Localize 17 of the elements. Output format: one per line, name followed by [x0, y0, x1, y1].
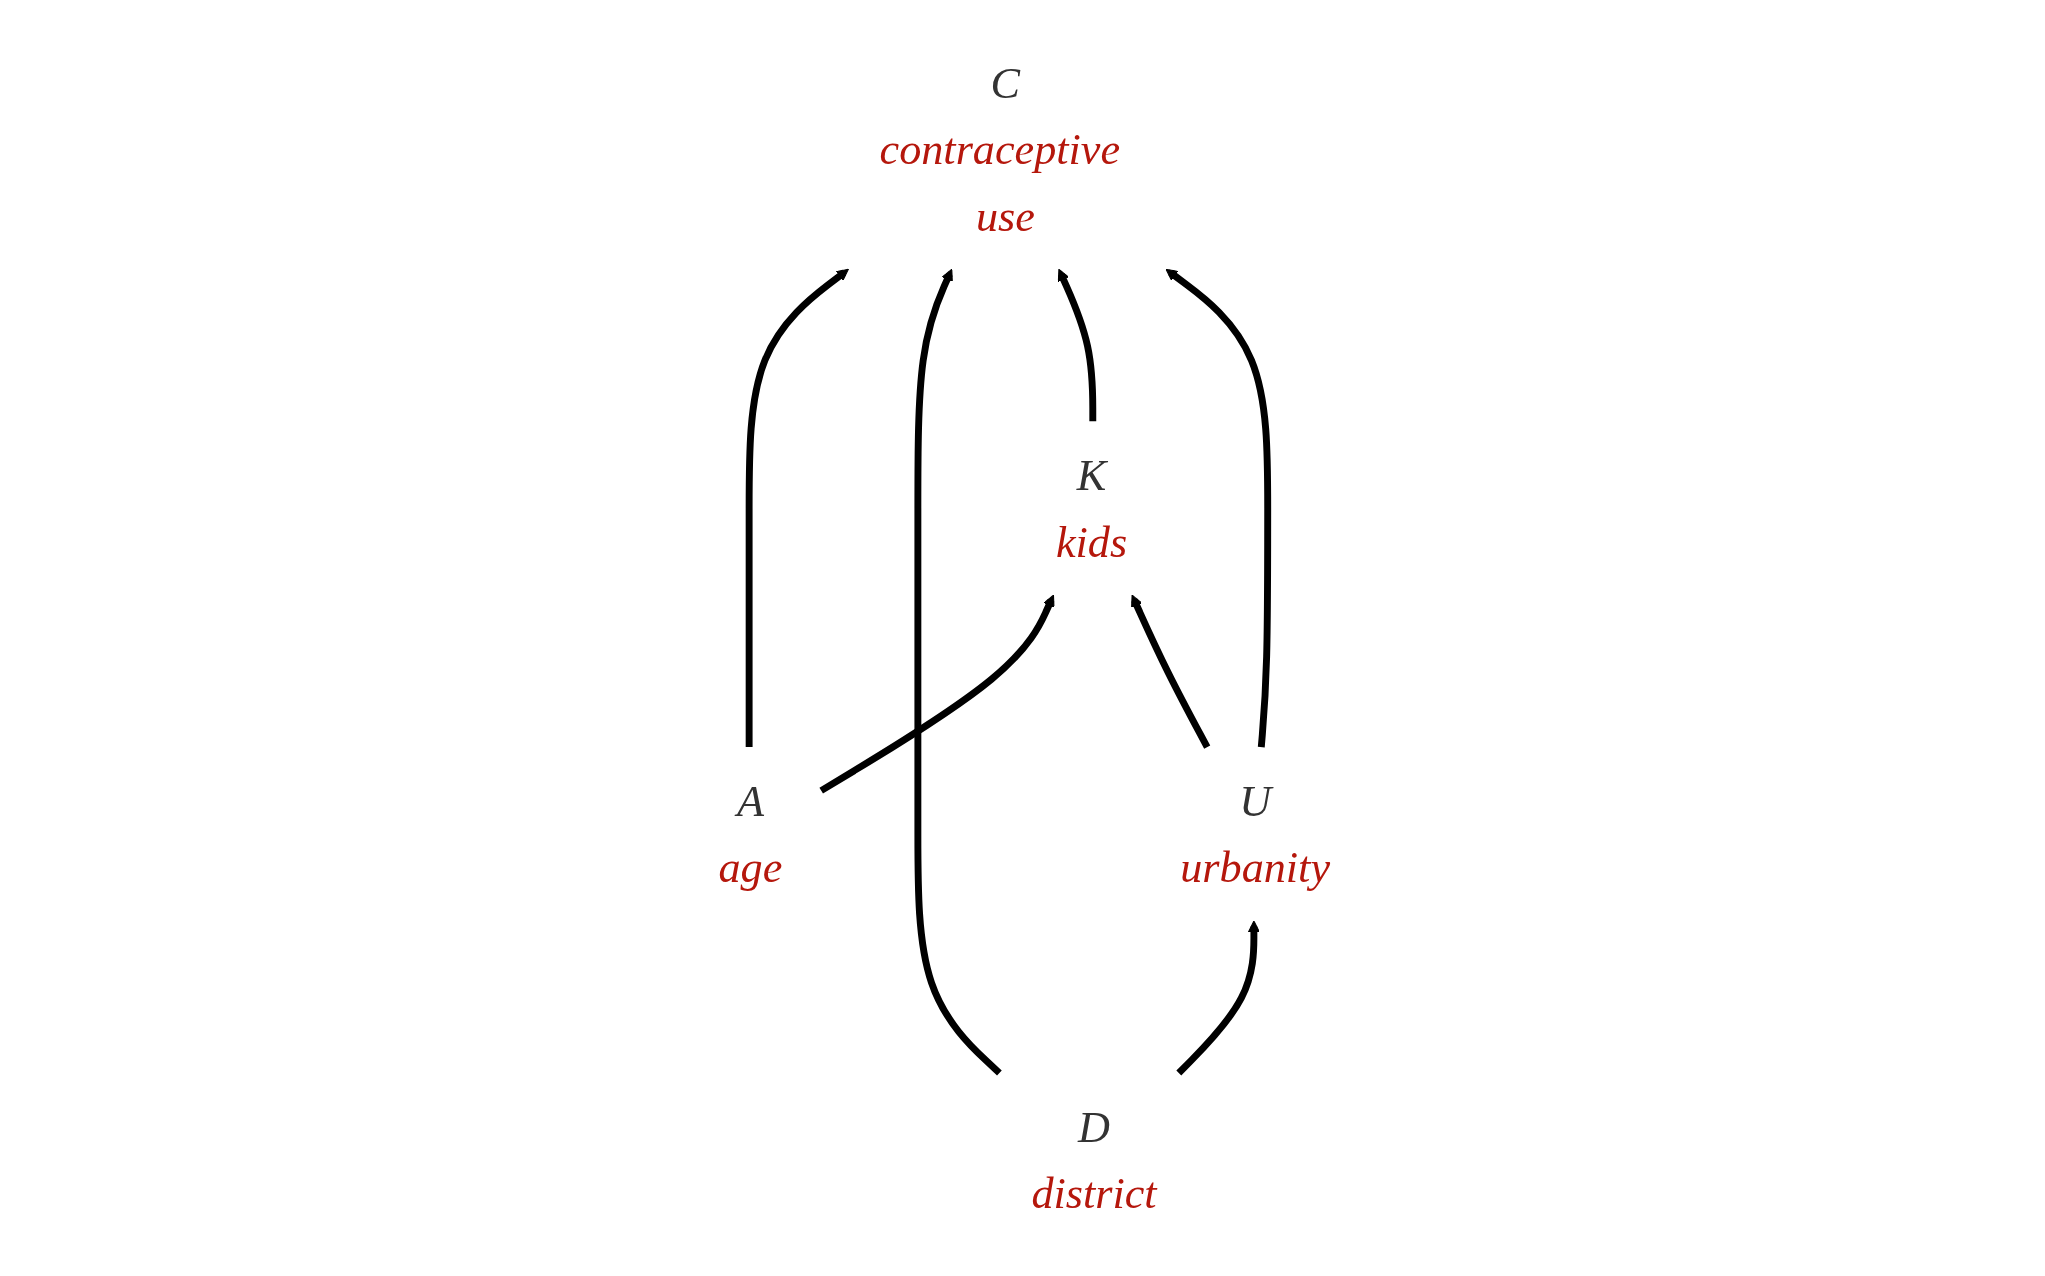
- node-label: kids: [1055, 516, 1127, 567]
- arrow: [913, 268, 1002, 1076]
- arrow: [745, 268, 849, 748]
- node-label: urbanity: [1179, 842, 1330, 893]
- arrow: [1175, 920, 1260, 1076]
- arrow: [1165, 268, 1271, 748]
- arrow: [1130, 594, 1210, 749]
- node-text: C: [990, 58, 1020, 108]
- node-label: contraceptive use: [879, 124, 1120, 241]
- arrow: [1057, 268, 1096, 422]
- node-text: U: [1238, 776, 1271, 826]
- node-label: age: [717, 842, 782, 893]
- node-label: district: [1030, 1168, 1157, 1218]
- node-text: A: [736, 776, 764, 826]
- node-text: K: [1076, 450, 1106, 500]
- node-text: D: [1077, 1101, 1110, 1152]
- arrow: [818, 594, 1054, 794]
